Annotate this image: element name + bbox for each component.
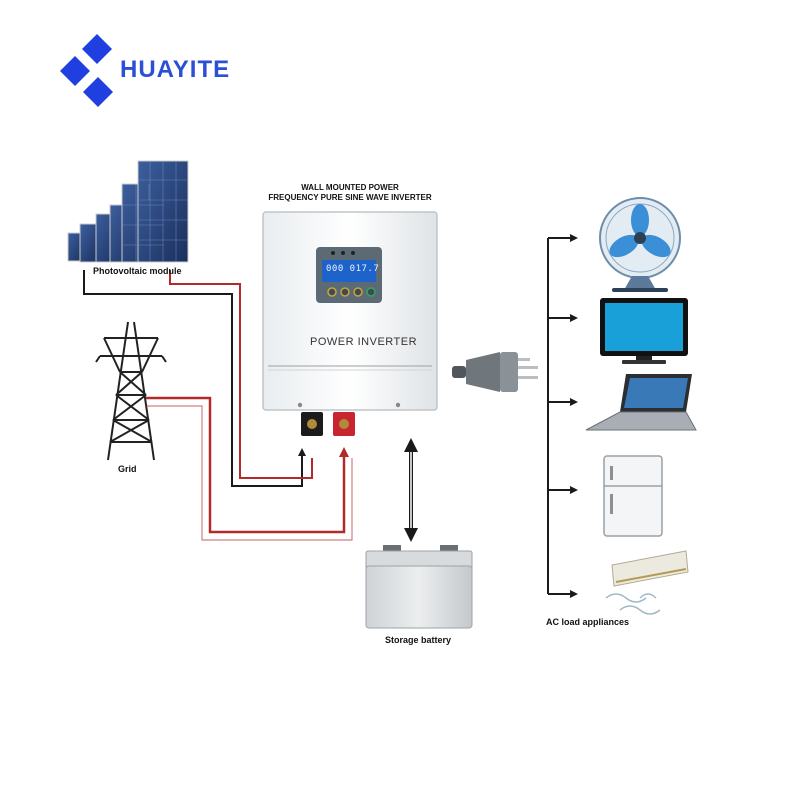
storage-battery-icon [365, 545, 473, 629]
refrigerator-icon [603, 455, 663, 537]
solar-panels-icon [67, 160, 189, 263]
inverter-title-line2: FREQUENCY PURE SINE WAVE INVERTER [268, 193, 432, 202]
pv-wires [83, 270, 313, 487]
fan-icon [599, 197, 681, 292]
transmission-tower-icon [95, 321, 167, 461]
loads-label: AC load appliances [546, 617, 630, 627]
laptop-icon [585, 374, 697, 431]
battery-label: Storage battery [385, 635, 452, 645]
inverter-title-line1: WALL MOUNTED POWER [301, 183, 399, 192]
inverter-unit [262, 211, 438, 436]
battery-link-arrow [404, 438, 418, 542]
tv-icon [600, 298, 688, 364]
inverter-title: WALL MOUNTED POWER FREQUENCY PURE SINE W… [250, 183, 450, 203]
air-conditioner-icon [605, 550, 689, 615]
grid-label: Grid [118, 464, 137, 474]
load-distribution-bus [547, 234, 578, 598]
brand-name: HUAYITE [120, 56, 231, 83]
ac-plug-icon [452, 352, 538, 392]
pv-label: Photovoltaic module [93, 266, 182, 276]
inverter-panel-label: POWER INVERTER [310, 336, 418, 348]
grid-wires [146, 396, 353, 541]
lcd-readout: 000 017.7 [326, 264, 380, 274]
